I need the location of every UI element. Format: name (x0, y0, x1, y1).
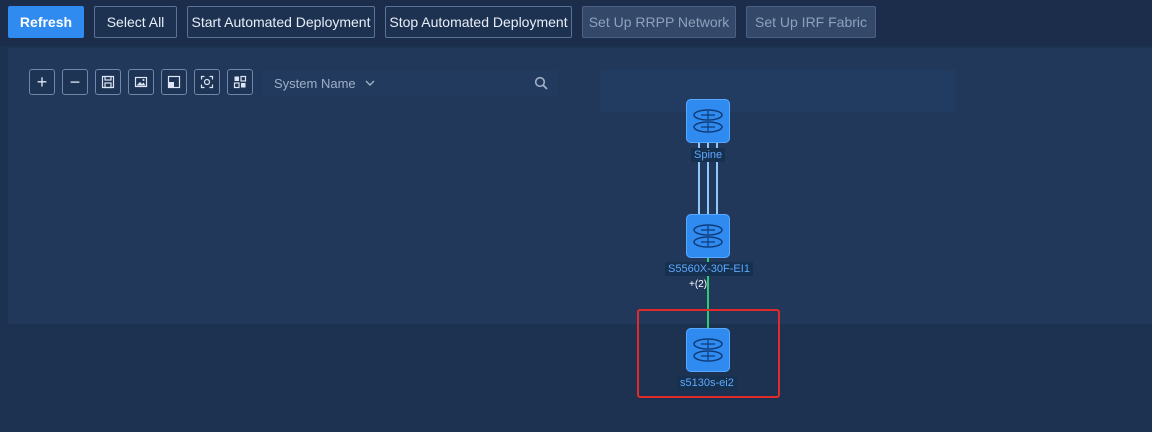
focus-icon (200, 75, 214, 89)
topology-lower-area (0, 324, 1152, 432)
start-automated-deployment-button[interactable]: Start Automated Deployment (187, 6, 375, 38)
minus-icon: − (69, 72, 81, 92)
fit-icon (167, 75, 181, 89)
chevron-down-icon[interactable] (364, 76, 376, 90)
focus-button[interactable] (194, 69, 220, 95)
switch-icon (693, 224, 723, 248)
overview-panel (600, 70, 956, 112)
layout-button[interactable] (227, 69, 253, 95)
stop-automated-deployment-button[interactable]: Stop Automated Deployment (385, 6, 572, 38)
node-label-spine: Spine (691, 148, 726, 162)
system-name-search[interactable] (262, 70, 558, 96)
save-button[interactable] (95, 69, 121, 95)
action-toolbar: Refresh Select All Start Automated Deplo… (0, 0, 1152, 46)
fit-view-button[interactable] (161, 69, 187, 95)
search-field-selector[interactable]: System Name (274, 76, 356, 91)
select-all-button[interactable]: Select All (94, 6, 177, 38)
search-icon[interactable] (534, 76, 549, 91)
switch-icon (693, 109, 723, 133)
node-label-s5130s: s5130s-ei2 (677, 376, 737, 390)
highlight-box (637, 309, 780, 398)
refresh-button[interactable]: Refresh (8, 6, 84, 38)
zoom-in-button[interactable]: + (29, 69, 55, 95)
plus-icon: + (36, 72, 48, 92)
image-icon (134, 76, 148, 88)
export-image-button[interactable] (128, 69, 154, 95)
switch-icon (693, 338, 723, 362)
set-up-irf-fabric-button[interactable]: Set Up IRF Fabric (746, 6, 876, 38)
save-icon (101, 75, 115, 89)
device-node-spine[interactable] (686, 99, 730, 143)
device-node-s5560x[interactable] (686, 214, 730, 258)
layout-icon (233, 75, 247, 89)
node-label-s5560x: S5560X-30F-EI1 (665, 262, 753, 276)
set-up-rrpp-network-button[interactable]: Set Up RRPP Network (582, 6, 736, 38)
device-node-s5130s[interactable] (686, 328, 730, 372)
zoom-out-button[interactable]: − (62, 69, 88, 95)
link-count-badge[interactable]: +(2) (689, 279, 708, 290)
